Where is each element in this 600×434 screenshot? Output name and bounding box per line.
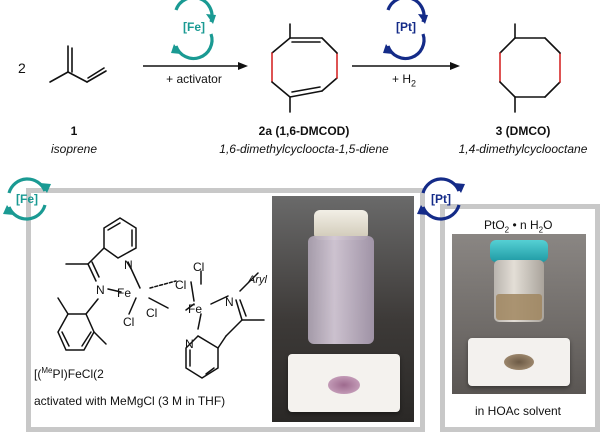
fe-formula-prefix: [(	[34, 367, 42, 381]
fe-vial-body	[308, 236, 374, 344]
compound-1-name: isoprene	[50, 142, 98, 156]
pt-formula: PtO2 • n H2O	[484, 218, 552, 234]
pt-catalyst-photo	[452, 234, 586, 394]
compound-2a-name: 1,6-dimethylcycloocta-1,5-diene	[219, 142, 389, 156]
atom-n-imine-right: N	[225, 295, 234, 309]
dmcod-structure	[271, 23, 338, 113]
arrow2-condition: + H2	[392, 72, 416, 88]
pt-cycle-icon-top	[383, 0, 428, 61]
fe-badge-panel-label: [Fe]	[16, 192, 38, 206]
atom-fe-1: Fe	[117, 286, 132, 300]
fe-formula-sup: Me	[41, 366, 53, 375]
pt-catalyst-powder	[504, 354, 534, 370]
pt-formula-pre: PtO	[484, 218, 505, 232]
fe-complex-formula: [(MePI)FeCl(2	[34, 366, 104, 381]
dmco-structure	[499, 23, 561, 113]
fe-catalyst-photo	[272, 196, 414, 422]
pt-badge-panel-label: [Pt]	[431, 192, 451, 206]
pt-formula-sub2: 2	[538, 225, 544, 235]
atom-fe-2: Fe	[188, 302, 203, 316]
isoprene-coefficient: 2	[18, 60, 26, 76]
atom-cl-mid-2: Cl	[146, 306, 158, 320]
pt-cycle-icon-panel	[417, 177, 465, 221]
reaction-arrow-2	[352, 62, 460, 70]
pt-formula-end: O	[543, 218, 553, 232]
arrow1-condition: + activator	[166, 72, 222, 86]
compound-3-name: 1,4-dimethylcyclooctane	[458, 142, 588, 156]
pt-vial-liquid	[496, 294, 542, 320]
fe-activation-caption: activated with MeMgCl (3 M in THF)	[34, 394, 226, 408]
atom-aryl: Aryl	[248, 274, 267, 286]
fe-badge-top-label: [Fe]	[183, 20, 205, 34]
compound-3-label: 3 (DMCO)	[495, 124, 551, 138]
fe-cycle-icon-top	[171, 0, 216, 61]
fe-cycle-icon-panel	[3, 177, 51, 221]
pt-badge-top-label: [Pt]	[396, 20, 416, 34]
arrow2-condition-sub: 2	[411, 78, 417, 89]
scheme-graphics	[49, 0, 561, 113]
fe-vial-cap	[314, 210, 368, 240]
atom-cl-mid-1: Cl	[175, 278, 187, 292]
fe-complex-structure	[57, 217, 265, 379]
atom-cl-top: Cl	[193, 260, 205, 274]
pt-formula-post: • n H	[509, 218, 539, 232]
atom-n-pyridine-top: N	[124, 258, 133, 272]
fe-formula-suffix: PI)FeCl(2	[52, 367, 104, 381]
fe-catalyst-powder	[328, 376, 360, 394]
arrow2-condition-prefix: + H	[391, 72, 411, 86]
compound-1-label: 1	[70, 124, 78, 138]
pt-formula-sub: 2	[504, 225, 510, 235]
compound-2a-label: 2a (1,6-DMCOD)	[258, 124, 350, 138]
atom-cl-bottom: Cl	[123, 315, 135, 329]
atom-n-imine-left: N	[96, 283, 105, 297]
isoprene-structure	[49, 45, 107, 83]
atom-n-pyridine-bottom: N	[185, 337, 194, 351]
pt-solvent-caption: in HOAc solvent	[474, 404, 562, 418]
pt-vial-cap	[490, 240, 548, 262]
reaction-arrow-1	[143, 62, 248, 70]
